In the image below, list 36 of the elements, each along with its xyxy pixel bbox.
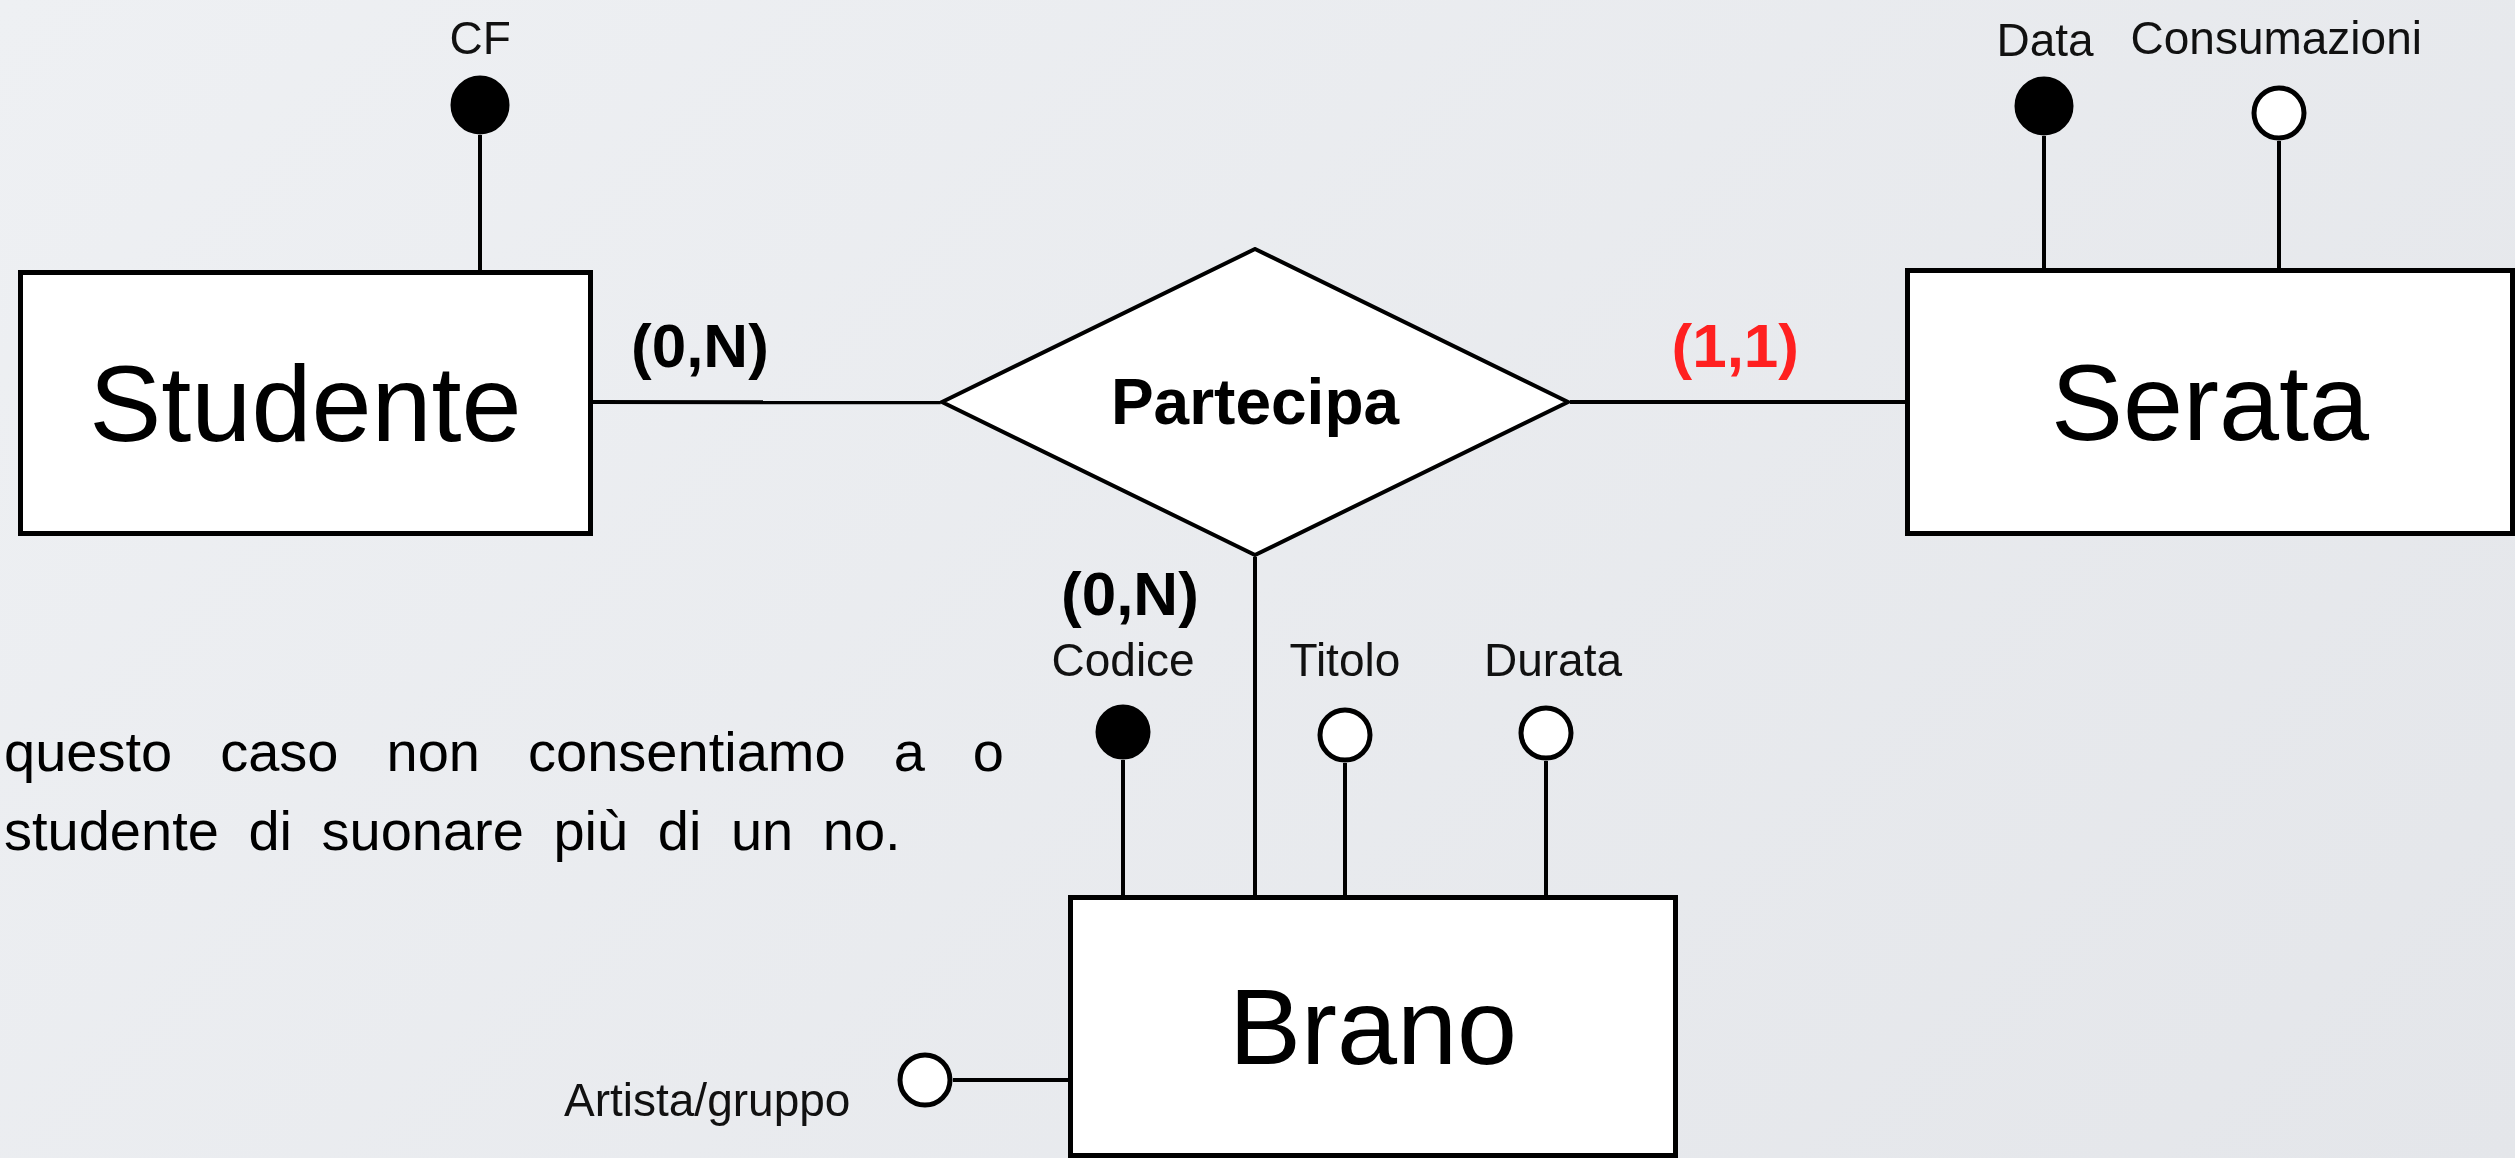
relationship-diamond: [940, 247, 1570, 557]
connector-line: [1343, 763, 1347, 895]
key-attribute-dot: [1095, 704, 1151, 760]
key-attribute-dot: [450, 75, 510, 135]
attribute-name: Durata: [1484, 633, 1623, 687]
entity-name: Studente: [89, 341, 522, 466]
cardinality-label: (1,1): [1671, 309, 1799, 381]
entity-box: [18, 270, 593, 536]
attribute-name: CF: [449, 11, 511, 65]
entity-box: [1905, 268, 2515, 536]
attribute-name: Data: [1996, 13, 2094, 67]
attribute-circle: [1518, 705, 1574, 761]
connector-line: [478, 135, 482, 270]
attribute-name: Titolo: [1289, 633, 1401, 687]
attribute-name: Artista/gruppo: [564, 1073, 851, 1127]
attribute-circle: [1317, 707, 1373, 763]
entity-box: [1068, 895, 1678, 1158]
cardinality-label: (0,N): [1061, 557, 1199, 629]
attribute-circle: [2251, 85, 2307, 141]
connector-line: [2277, 141, 2281, 268]
attribute-circle: [897, 1052, 953, 1108]
entity-name: Brano: [1228, 965, 1518, 1089]
connector-line: [593, 400, 941, 405]
attribute-name: Consumazioni: [2130, 11, 2422, 65]
relationship-name: Partecipa: [1110, 365, 1400, 439]
entity-name: Serata: [2050, 340, 2370, 465]
note-text: questo caso non consentiamo a o studente di suonare più di un no.: [4, 719, 1004, 864]
connector-line: [2042, 136, 2046, 268]
connector-line: [953, 1078, 1068, 1082]
key-attribute-dot: [2014, 76, 2074, 136]
connector-line: [1121, 760, 1125, 895]
attribute-name: Codice: [1051, 633, 1195, 687]
connector-line: [1253, 557, 1257, 895]
cardinality-label: (0,N): [631, 309, 769, 381]
connector-line: [1544, 761, 1548, 895]
connector-line: [1570, 400, 1905, 404]
